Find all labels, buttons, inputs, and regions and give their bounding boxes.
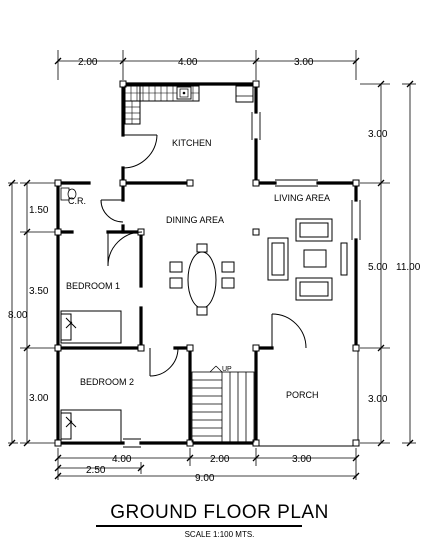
stairs-up-label: UP	[222, 366, 232, 373]
dim-left-outer: 8.00	[8, 310, 28, 321]
dim-bottom-1: 4.00	[112, 454, 132, 465]
dim-right-outer: 11.00	[396, 262, 421, 273]
dim-top-3: 3.00	[294, 57, 314, 68]
title-underline	[96, 525, 302, 527]
bed-bedroom-1	[60, 310, 122, 344]
dimension-ticks	[8, 57, 414, 480]
dining-set	[169, 243, 235, 316]
stairs	[191, 365, 255, 443]
porch-label: PORCH	[286, 390, 319, 400]
bedroom-2-label: BEDROOM 2	[80, 377, 134, 387]
dim-bottom-3: 3.00	[292, 454, 312, 465]
dim-bottom-2: 2.00	[210, 454, 230, 465]
refrigerator	[235, 85, 254, 103]
dim-left-inner-2: 3.50	[29, 286, 49, 297]
dim-top-1: 2.00	[78, 57, 98, 68]
dimension-lines	[8, 50, 416, 480]
dim-bottom-total: 9.00	[195, 473, 215, 484]
toilet	[60, 187, 77, 201]
kitchen-counter	[124, 85, 200, 125]
cr-label: C.R.	[68, 196, 86, 206]
dim-right-inner-3: 3.00	[368, 394, 388, 405]
dim-top-2: 4.00	[178, 57, 198, 68]
columns	[54, 80, 360, 447]
window-walls	[123, 112, 361, 448]
doors	[100, 134, 307, 377]
dim-right-inner-1: 3.00	[368, 129, 388, 140]
dining-area-label: DINING AREA	[166, 215, 224, 225]
bed-bedroom-2	[60, 409, 122, 443]
bedroom-1-label: BEDROOM 1	[66, 281, 120, 291]
dim-bottom-4: 2.50	[86, 465, 106, 476]
dim-left-inner-1: 1.50	[29, 205, 49, 216]
living-set	[267, 218, 348, 301]
kitchen-label: KITCHEN	[172, 138, 212, 148]
living-area-label: LIVING AREA	[274, 193, 330, 203]
plan-title: GROUND FLOOR PLAN	[110, 502, 329, 523]
dim-left-inner-3: 3.00	[29, 393, 49, 404]
plan-scale: SCALE 1:100 MTS.	[184, 530, 255, 539]
dim-right-inner-2: 5.00	[368, 262, 388, 273]
